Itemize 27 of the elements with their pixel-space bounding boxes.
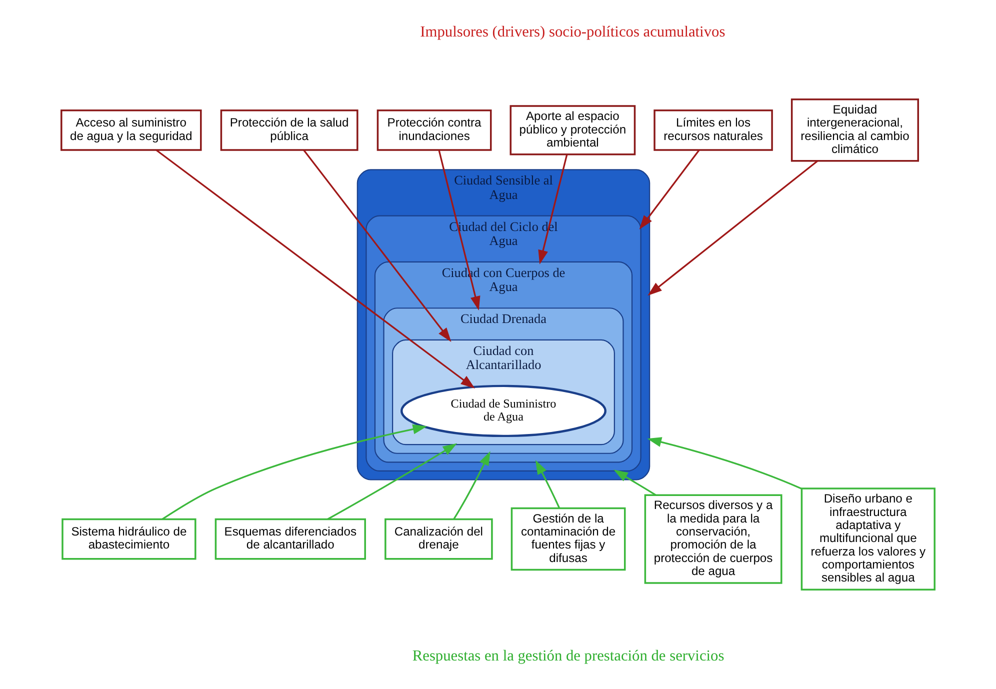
arrow <box>614 470 656 496</box>
node-box: Aporte al espacio público y protección ambiental <box>510 105 636 156</box>
arrow <box>303 149 452 342</box>
arrow <box>647 437 802 490</box>
node-ellipse: Ciudad de Suministro de Agua <box>400 384 606 438</box>
arrow <box>438 150 480 311</box>
node-box: Protección de la salud pública <box>220 110 358 151</box>
node-box: Canalización del drenaje <box>384 518 493 560</box>
node-box: Esquemas diferenciados de alcantarillado <box>214 518 366 560</box>
label: Respuestas en la gestión de prestación de servicios <box>412 648 724 665</box>
node-box: Gestión de la contaminación de fuentes fijas y difusas <box>510 507 626 571</box>
node-box: Protección contra inundaciones <box>376 110 492 151</box>
arrow <box>538 154 568 264</box>
arrow <box>327 443 458 520</box>
arrow <box>162 424 428 520</box>
node-box: Diseño urbano e infraestructura adaptativa y multifuncional que refuerza los valores y comportamientos sensibles al agua <box>800 488 936 590</box>
arrow <box>535 460 560 508</box>
node-box: Recursos diversos y a la medida para la conservación, promoción de la protección de cuerpos de agua <box>644 494 782 584</box>
node-box: Acceso al suministro de agua y la seguridad <box>60 110 202 151</box>
arrow <box>648 160 818 296</box>
node-box: Equidad intergeneracional, resiliencia al cambio climático <box>790 98 919 162</box>
arrow <box>639 149 700 230</box>
node-box: Límites en los recursos naturales <box>654 110 773 151</box>
node-box: Sistema hidráulico de abastecimiento <box>62 518 196 560</box>
arrow <box>156 149 475 389</box>
arrow <box>453 451 490 520</box>
label: Impulsores (drivers) socio-políticos acumulativos <box>420 23 726 40</box>
